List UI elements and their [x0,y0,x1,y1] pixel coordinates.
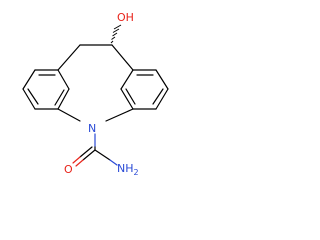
hashed-wedge-bond [110,24,122,44]
ring-nitrogen-label: N [88,122,96,135]
hydroxyl-label: OH [117,11,134,24]
carbamoyl-group [72,146,118,167]
right-benzene-ring [120,69,169,110]
ring-nitrogen-bonds [57,108,134,148]
amine-subscript: 2 [134,168,139,177]
left-benzene-ring [22,69,70,110]
carbonyl-oxygen-label: O [64,163,73,176]
amine-label: NH2 [117,162,139,177]
amine-nh-text: NH [117,162,134,175]
molecule-structure: OH N O NH2 [22,11,169,177]
ethylene-bridge [57,44,134,71]
